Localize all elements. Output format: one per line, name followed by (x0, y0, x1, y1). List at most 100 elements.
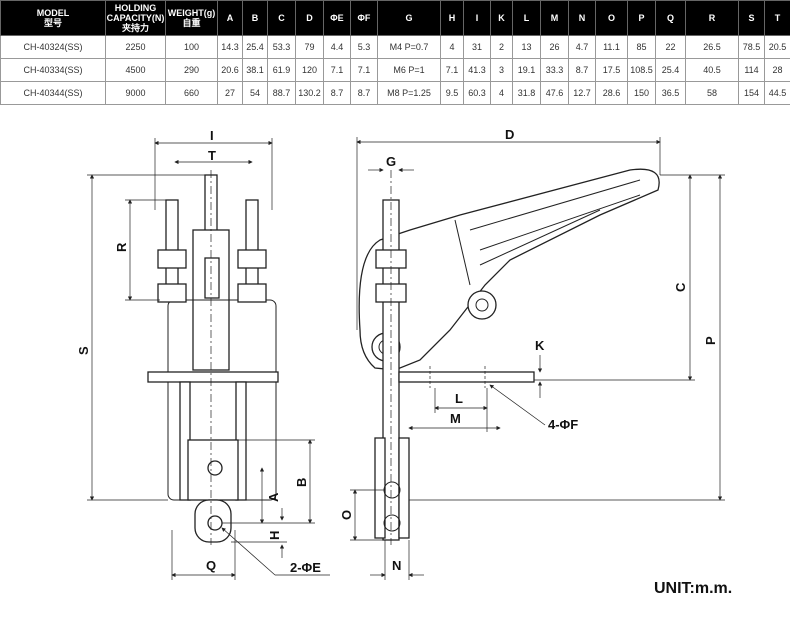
dimension-label: O (339, 510, 354, 520)
column-header: A (217, 0, 243, 36)
column-header: HOLDING CAPACITY(N)夹持力 (105, 0, 166, 36)
dimension-label: A (266, 492, 281, 502)
table-cell: 20.6 (217, 58, 243, 82)
table-cell: 13 (512, 35, 541, 59)
table-cell: 114 (738, 58, 765, 82)
header-label-zh: 型号 (43, 18, 62, 28)
header-label: A (226, 13, 234, 23)
table-cell: 130.2 (295, 81, 324, 105)
table-cell: 7.1 (323, 58, 351, 82)
table-cell: 47.6 (540, 81, 569, 105)
header-label: D (306, 13, 313, 23)
table-cell: 31.8 (512, 81, 541, 105)
header-label: H (448, 13, 456, 23)
table-cell: 20.5 (764, 35, 790, 59)
column-header: M (540, 0, 569, 36)
dimension-label: P (703, 336, 718, 345)
front-view (147, 170, 279, 545)
table-cell: 31 (463, 35, 491, 59)
table-cell: 78.5 (738, 35, 765, 59)
column-header: B (242, 0, 268, 36)
table-cell: 44.5 (764, 81, 790, 105)
column-header: T (764, 0, 790, 36)
table-cell: 4.7 (568, 35, 596, 59)
column-header: WEIGHT(g)自重 (165, 0, 218, 36)
table-cell: 4.4 (323, 35, 351, 59)
dimension-label: T (208, 148, 216, 163)
column-header: G (377, 0, 441, 36)
table-cell: M4 P=0.7 (377, 35, 441, 59)
header-label: HOLDING CAPACITY(N) (106, 3, 165, 23)
header-label: MODEL (36, 8, 70, 18)
table-cell: 33.3 (540, 58, 569, 82)
table-cell: 154 (738, 81, 765, 105)
dimension-label: C (673, 282, 688, 292)
table-cell: 150 (627, 81, 656, 105)
header-label: N (578, 13, 586, 23)
header-label: ΦF (357, 13, 371, 23)
column-header: ΦF (350, 0, 378, 36)
header-label-zh: 自重 (182, 18, 201, 28)
header-label: ΦE (330, 13, 344, 23)
dimension-label: B (294, 478, 309, 487)
table-cell: 88.7 (267, 81, 296, 105)
table-cell: 60.3 (463, 81, 491, 105)
table-cell: 120 (295, 58, 324, 82)
header-label: B (251, 13, 259, 23)
side-view (358, 168, 660, 545)
column-header: C (267, 0, 296, 36)
table-cell: 4 (490, 81, 513, 105)
dimension-label: H (267, 531, 282, 540)
table-cell: 7.1 (350, 58, 378, 82)
table-cell: 8.7 (568, 58, 596, 82)
table-cell: CH-40334(SS) (0, 58, 106, 82)
table-cell: 4500 (105, 58, 166, 82)
table-cell: 41.3 (463, 58, 491, 82)
column-header: ΦE (323, 0, 351, 36)
header-label: S (748, 13, 755, 23)
side-dimensions: D G C P K L M 4-ΦF O N (339, 127, 725, 580)
dimension-label: N (392, 558, 401, 573)
table-cell: 26 (540, 35, 569, 59)
column-header: L (512, 0, 541, 36)
column-header: S (738, 0, 765, 36)
dimension-label: L (455, 391, 463, 406)
column-header: O (595, 0, 628, 36)
dimension-label: M (450, 411, 461, 426)
header-label: M (550, 13, 559, 23)
table-cell: 14.3 (217, 35, 243, 59)
table-cell: 22 (655, 35, 686, 59)
table-cell: 25.4 (242, 35, 268, 59)
column-header: N (568, 0, 596, 36)
table-cell: 38.1 (242, 58, 268, 82)
table-cell: 58 (685, 81, 739, 105)
header-label: I (475, 13, 479, 23)
dimension-label: Q (206, 558, 216, 573)
table-cell: CH-40324(SS) (0, 35, 106, 59)
dimension-label: D (505, 127, 514, 142)
table-cell: 4 (440, 35, 464, 59)
header-label: Q (666, 13, 674, 23)
table-cell: CH-40344(SS) (0, 81, 106, 105)
column-header: P (627, 0, 656, 36)
table-cell: 2250 (105, 35, 166, 59)
table-cell: 5.3 (350, 35, 378, 59)
table-cell: 9000 (105, 81, 166, 105)
table-cell: 28.6 (595, 81, 628, 105)
table-cell: 40.5 (685, 58, 739, 82)
table-cell: 8.7 (350, 81, 378, 105)
table-cell: 9.5 (440, 81, 464, 105)
dimension-label: G (386, 154, 396, 169)
header-label: G (405, 13, 413, 23)
table-cell: 108.5 (627, 58, 656, 82)
dimension-label: R (114, 242, 129, 252)
column-header: I (463, 0, 491, 36)
table-cell: 28 (764, 58, 790, 82)
table-cell: 290 (165, 58, 218, 82)
table-cell: M8 P=1.25 (377, 81, 441, 105)
